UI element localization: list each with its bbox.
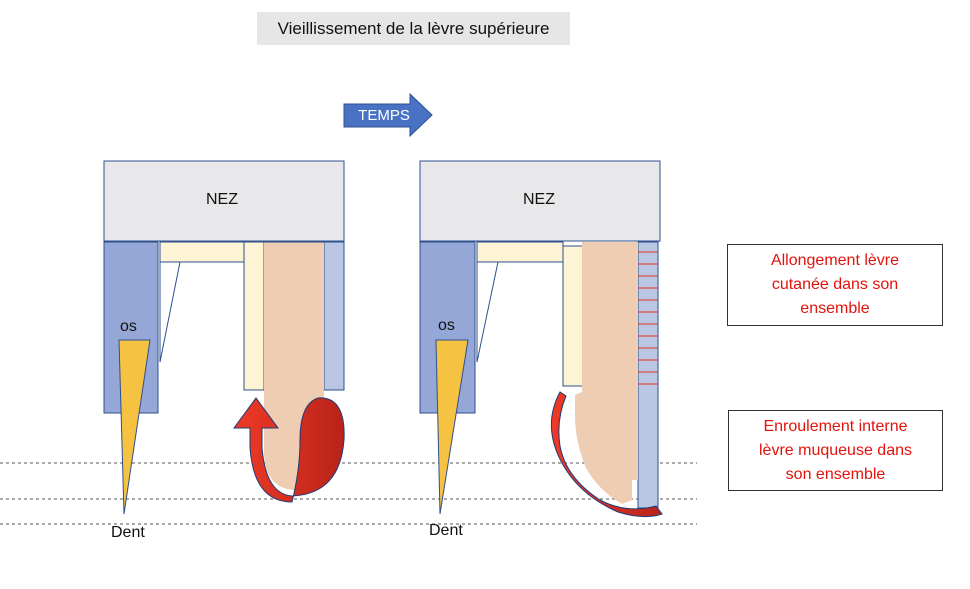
nose-block	[103, 160, 345, 242]
skin-band-vertical	[243, 241, 265, 391]
skin-band-horizontal-aged	[476, 241, 564, 263]
lip-body-aged	[575, 242, 638, 504]
gum-wedge	[159, 261, 181, 363]
tooth-aged	[435, 339, 469, 515]
reference-lines	[0, 462, 697, 525]
mucosa-strip-aged	[637, 241, 659, 509]
gum-wedge-aged	[476, 261, 499, 363]
annotation-elongation-text: Allongement lèvre cutanée dans son ensem…	[770, 252, 900, 317]
curl-arrow-aged	[550, 391, 663, 518]
nose-block-aged	[419, 160, 661, 242]
mucosa-strip	[323, 241, 345, 391]
annotation-rolling: Enroulement interne lèvre muqueuse dans …	[728, 410, 943, 491]
bone-label-aged: os	[438, 317, 455, 334]
time-arrow	[343, 92, 433, 138]
skin-band-horizontal	[159, 241, 245, 263]
annotation-rolling-text: Enroulement interne lèvre muqueuse dans …	[759, 417, 912, 483]
tooth-label-young: Dent	[111, 524, 145, 541]
annotation-elongation: Allongement lèvre cutanée dans son ensem…	[727, 244, 943, 326]
diagram-title: Vieillissement de la lèvre supérieure	[257, 12, 570, 45]
aged-lip-diagram	[419, 160, 663, 518]
tooth-label-aged: Dent	[429, 522, 463, 539]
skin-band-vertical-aged	[562, 245, 584, 387]
elongation-ticks	[638, 251, 658, 385]
nose-label-aged: NEZ	[523, 191, 555, 208]
nose-label-young: NEZ	[206, 191, 238, 208]
time-arrow-label: TEMPS	[358, 106, 410, 124]
bone-label-young: os	[120, 318, 137, 335]
curl-arrow	[233, 397, 345, 503]
young-lip-diagram	[103, 160, 345, 515]
tooth	[118, 339, 151, 515]
